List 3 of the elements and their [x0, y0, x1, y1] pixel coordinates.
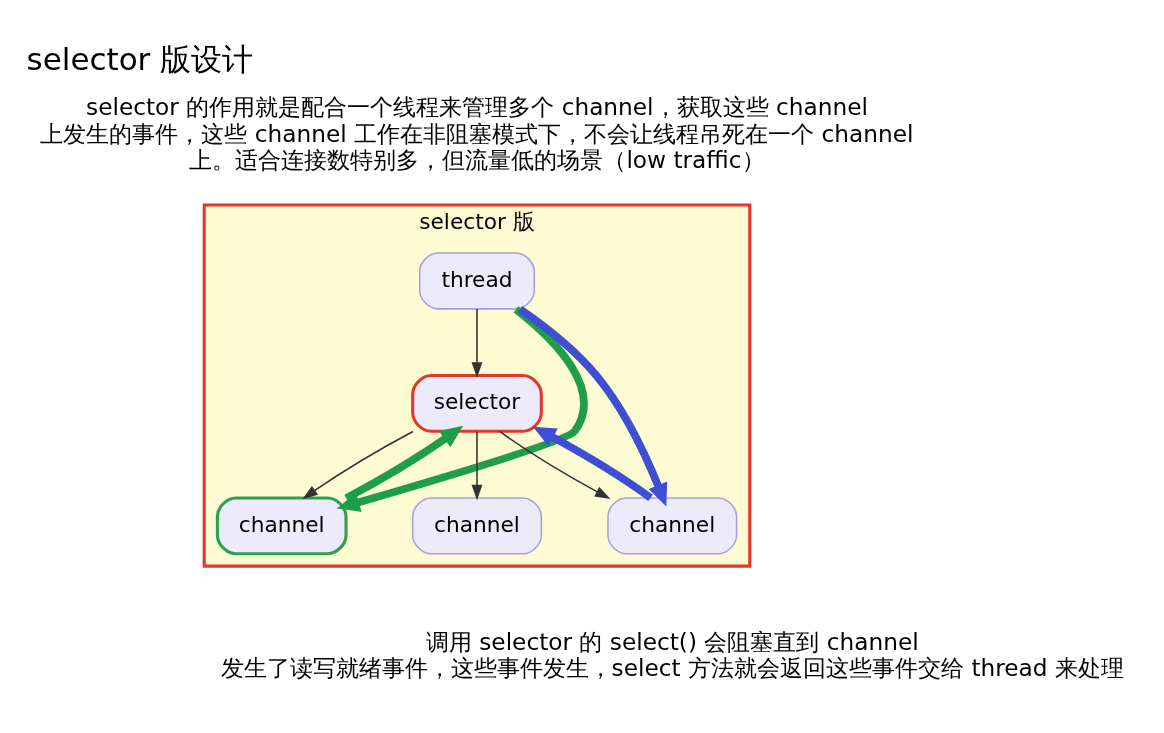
label: 调用 selector 的 select() 会阻塞直到 channel 发生了读写就绪事件，这些事件发生，select 方法就会返回这些事件交给 thread 来处理 — [220, 627, 1124, 681]
label: selector 的作用就是配合一个线程来管理多个 channel，获取这些 channel 上发生的事件，这些 channel 工作在非阻塞模式下，不会让线程吊死在一个 channel 上。适合连接数特别多，但流量低的场景（low traffic） — [40, 92, 914, 173]
diagram-title: selector 版设计 — [26, 40, 254, 77]
